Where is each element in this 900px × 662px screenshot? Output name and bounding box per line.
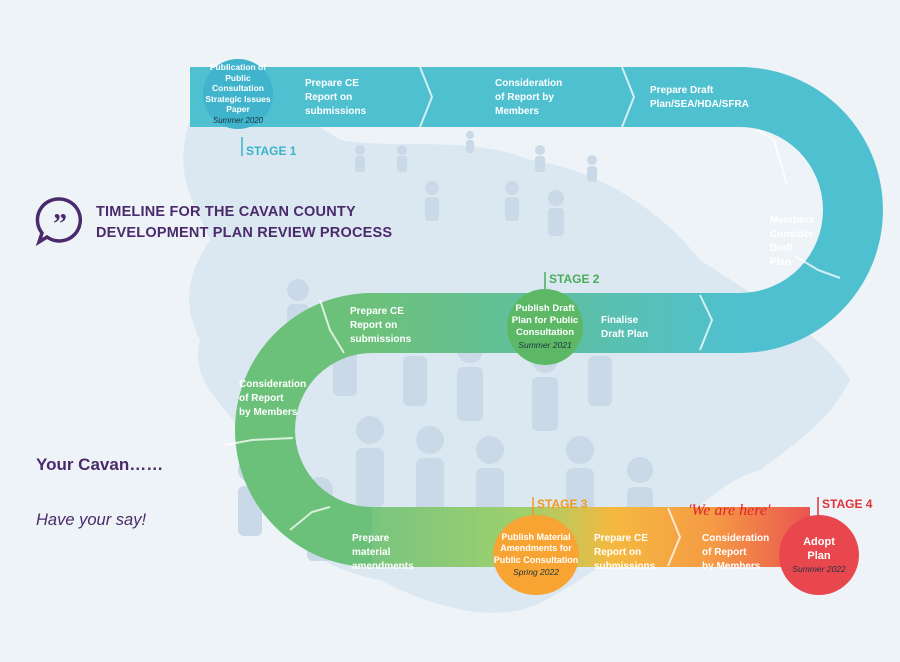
road-left-turn xyxy=(235,293,372,567)
stage-4-circle: Adopt Plan Summer 2022 xyxy=(779,515,859,595)
sub-tagline: Have your say! xyxy=(36,511,147,529)
stage-3-date: Spring 2022 xyxy=(513,567,559,578)
road-chevrons xyxy=(224,66,841,567)
stage-1-circle: Publication of Public Consultation Strat… xyxy=(203,59,273,129)
tagline: Your Cavan…… xyxy=(36,455,164,474)
svg-text:”: ” xyxy=(53,209,67,240)
step-prepare-ce-report-1: Prepare CE Report on submissions xyxy=(305,78,367,117)
step-members-consider: Members Consider Draft Plan xyxy=(770,215,814,268)
stage-4-date: Summer 2022 xyxy=(792,564,846,574)
speech-bubble-quote-icon: ” xyxy=(35,197,83,246)
step-prepare-draft-plan: Prepare Draft Plan/SEA/HDA/SFRA xyxy=(650,85,749,110)
step-prepare-ce-report-3: Prepare CE Report on submissions xyxy=(594,533,656,572)
road-right-turn-fill xyxy=(740,67,883,353)
county-map-silhouette xyxy=(183,109,851,613)
step-consideration-3: Consideration of Report by Members xyxy=(702,533,770,572)
stage-1-label: STAGE 1 xyxy=(246,144,297,158)
step-prepare-ce-report-2: Prepare CE Report on submissions xyxy=(350,306,412,345)
stage-2-date: Summer 2021 xyxy=(518,340,572,350)
stage-4-label: STAGE 4 xyxy=(822,497,873,511)
stage-1-date: Summer 2020 xyxy=(212,115,264,125)
step-finalise-draft: Finalise Draft Plan xyxy=(601,315,649,340)
step-consideration-2: Consideration of Report by Members xyxy=(239,379,307,418)
stage-3-title: Publish Material Amendments for Public C… xyxy=(493,531,579,565)
road-bottom xyxy=(372,507,810,567)
stage-2-circle: Publish Draft Plan for Public Consultati… xyxy=(507,289,583,365)
road-top xyxy=(190,67,740,127)
stage-2-title: Publish Draft Plan for Public Consultati… xyxy=(511,303,579,338)
stage-1-title: Publication of Public Consultation Strat… xyxy=(205,62,271,115)
stage-3-label: STAGE 3 xyxy=(537,497,588,511)
step-prepare-amendments: Prepare material amendments xyxy=(352,533,414,572)
stage-2-label: STAGE 2 xyxy=(549,272,600,286)
current-position-marker: 'We are here' xyxy=(688,502,771,519)
stage-4-title: Adopt Plan xyxy=(803,536,835,562)
step-consideration-1: Consideration of Report by Members xyxy=(495,78,563,117)
stage-3-circle: Publish Material Amendments for Public C… xyxy=(493,515,579,595)
page-title: TIMELINE FOR THE CAVAN COUNTY DEVELOPMEN… xyxy=(96,204,393,241)
